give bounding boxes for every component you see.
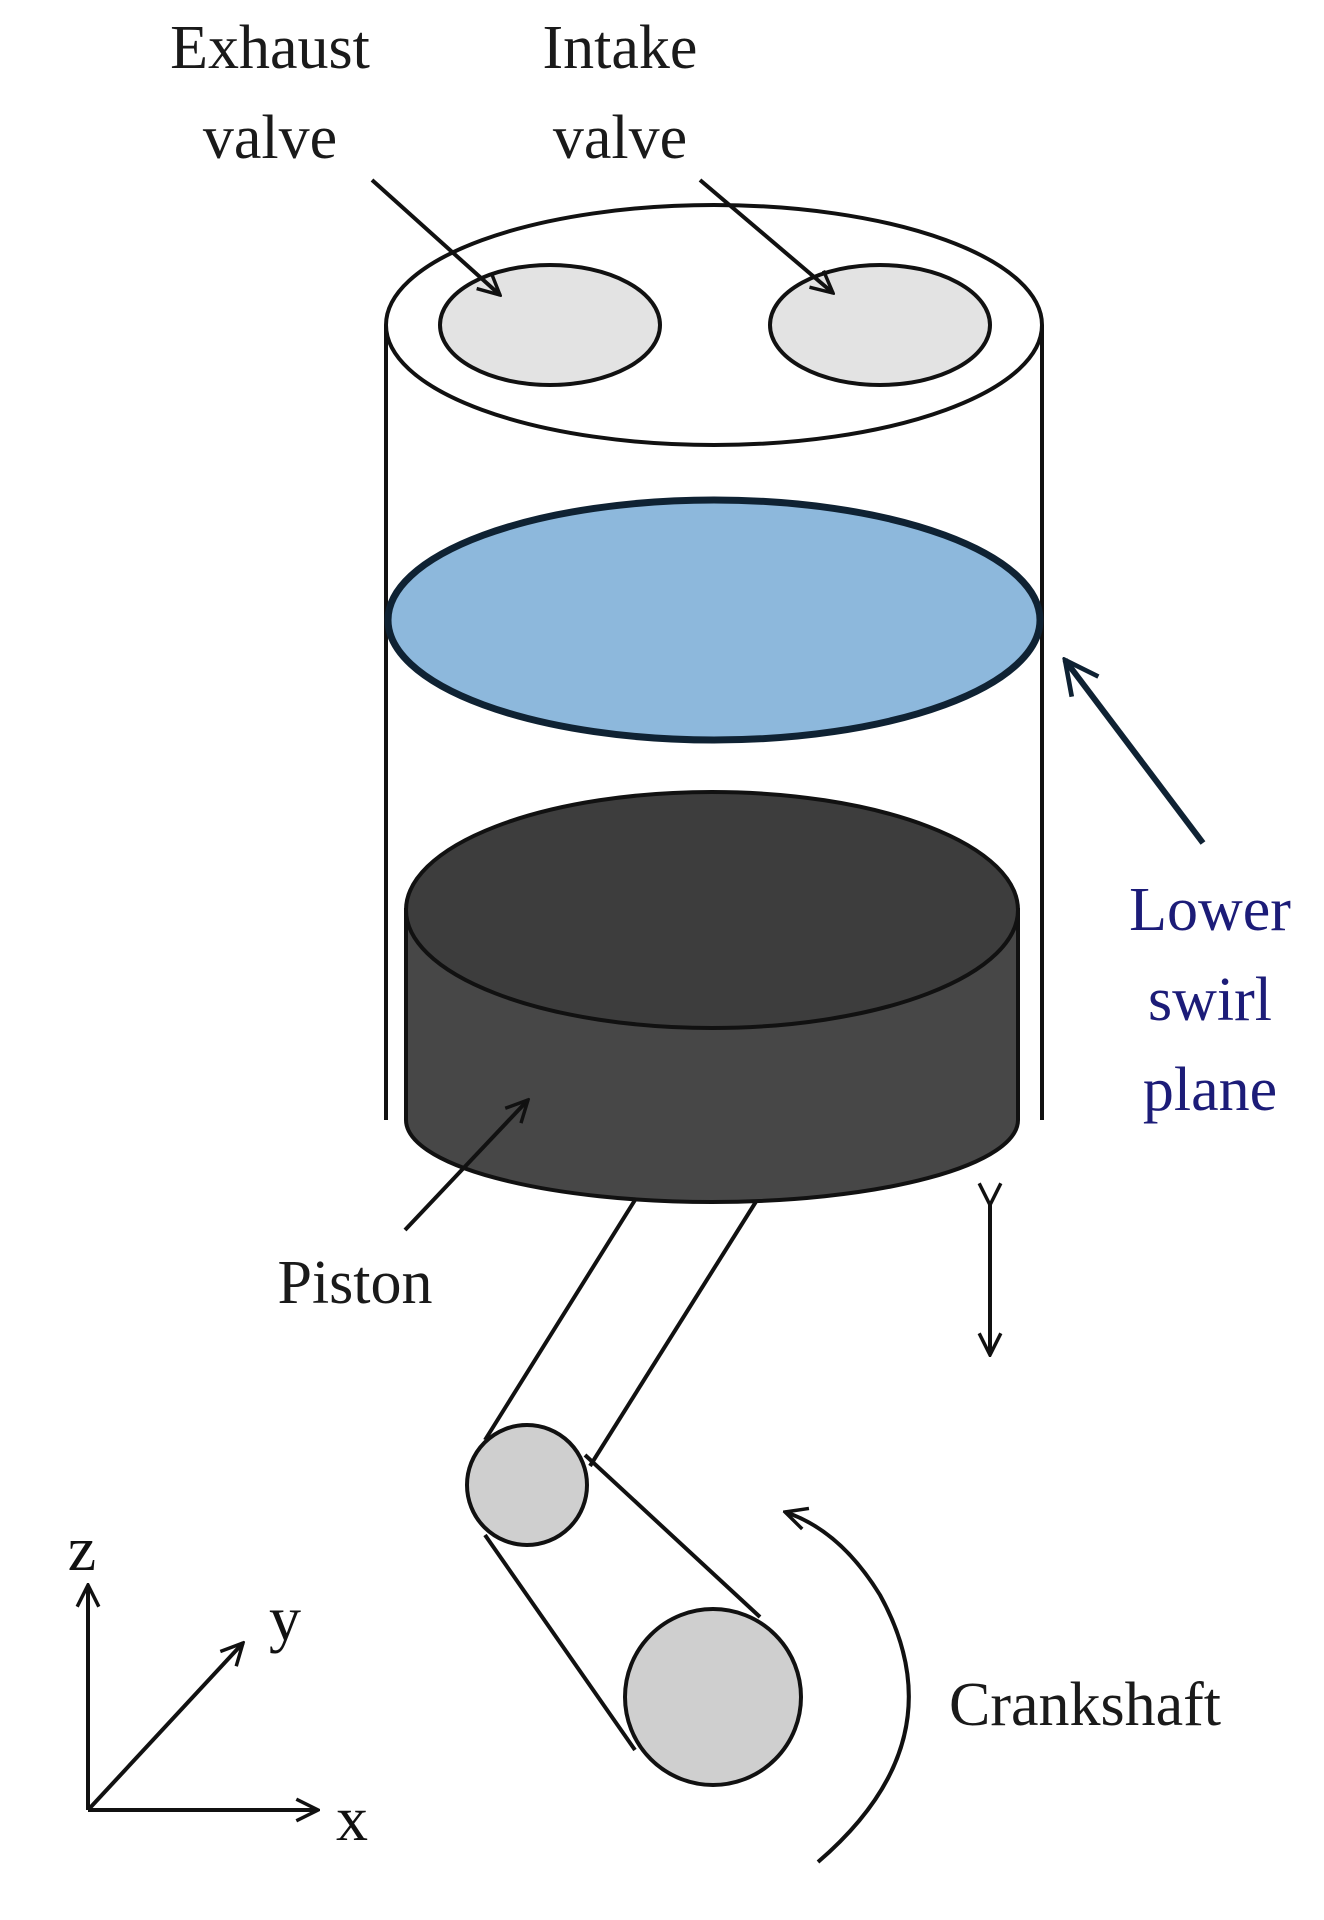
piston-arrow	[403, 1100, 528, 1232]
crank-arm-lower-edge	[483, 1533, 637, 1752]
swirl-plane-label-line2: swirl	[1148, 966, 1272, 1034]
swirl-plane-label-line3: plane	[1143, 1056, 1277, 1124]
piston-top	[404, 790, 1020, 1030]
intake-valve-label-line1: Intake	[543, 14, 698, 82]
exhaust-valve-arrow	[370, 178, 500, 295]
intake-valve	[768, 263, 992, 387]
exhaust-valve-label-line2: valve	[203, 104, 337, 172]
piston-label: Piston	[277, 1249, 432, 1317]
exhaust-valve-label-line1: Exhaust	[170, 14, 370, 82]
y-axis-label: y	[269, 1583, 301, 1654]
crankshaft-journal	[623, 1607, 803, 1787]
x-axis-label: x	[336, 1783, 368, 1854]
connecting-rod-right-edge	[588, 1198, 759, 1468]
crankshaft-rotation-arrow	[785, 1512, 911, 1864]
intake-valve-label-line2: valve	[553, 104, 687, 172]
z-axis-label: z	[68, 1513, 96, 1584]
connecting-rod-left-edge	[483, 1198, 637, 1442]
crank-arm-upper-edge	[583, 1453, 762, 1619]
exhaust-valve	[438, 263, 662, 387]
crankshaft-label: Crankshaft	[949, 1671, 1221, 1739]
lower-swirl-plane	[384, 496, 1044, 744]
swirl-plane-label-line1: Lower	[1129, 876, 1291, 944]
y-axis	[86, 1643, 243, 1812]
crank-pin	[465, 1423, 589, 1547]
intake-valve-arrow	[698, 178, 833, 293]
swirl-plane-arrow	[1065, 660, 1206, 845]
